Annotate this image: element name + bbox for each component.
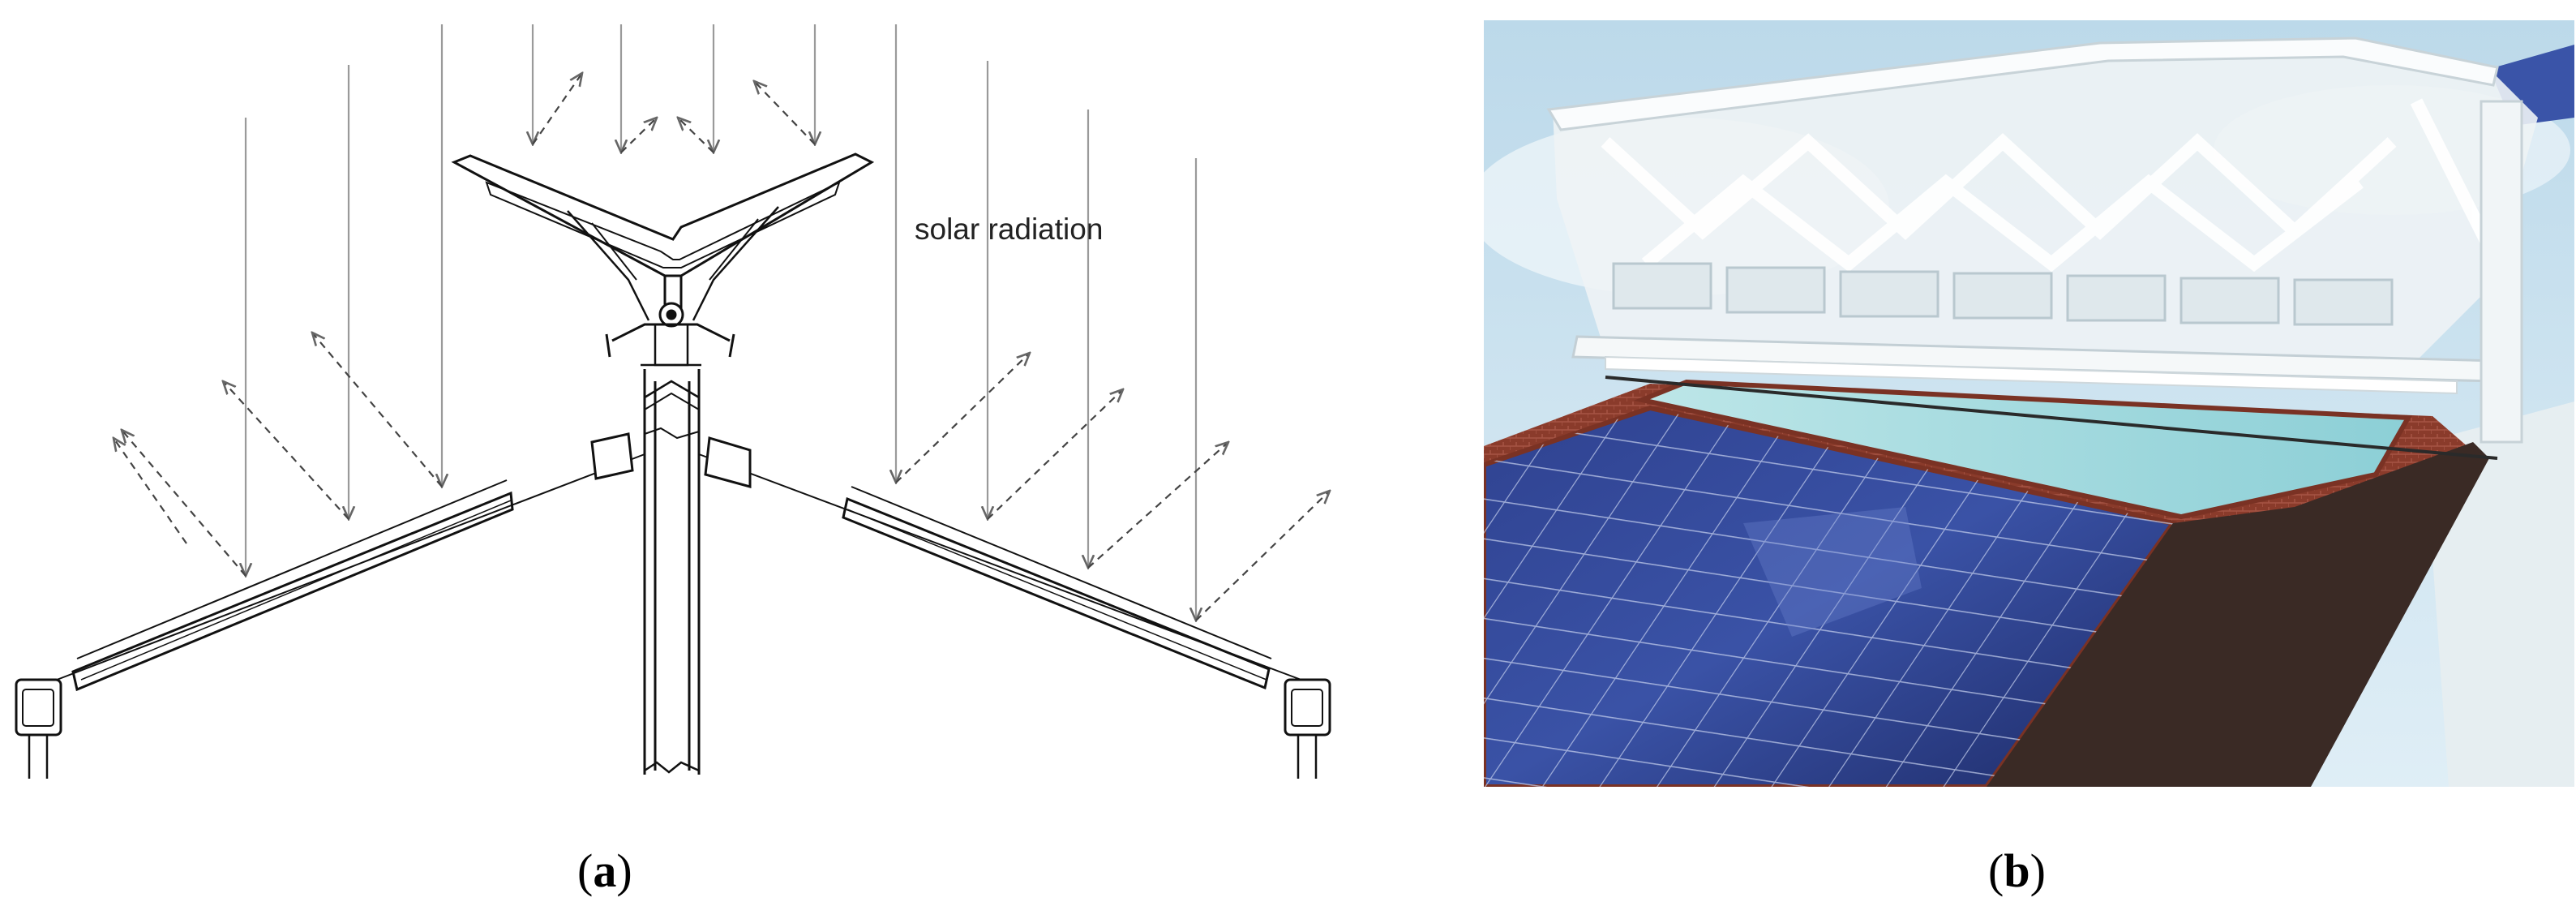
incident-radiation-arrows [246, 24, 1196, 621]
panel-a-caption: (a) [577, 844, 632, 897]
central-column [643, 369, 701, 775]
reflected-radiation-arrows [114, 73, 1330, 621]
central-reflector [451, 152, 875, 367]
reflector-canopy [1546, 37, 2538, 460]
right-inclined-module [698, 436, 1331, 779]
pv-panel-array [1484, 405, 2178, 787]
rendered-model-image [1484, 20, 2574, 787]
section-drawing [15, 24, 1346, 779]
panel-b-caption: (b) [1988, 844, 2046, 897]
left-inclined-module [15, 432, 645, 779]
solar-radiation-label: solar radiation [915, 213, 1104, 246]
